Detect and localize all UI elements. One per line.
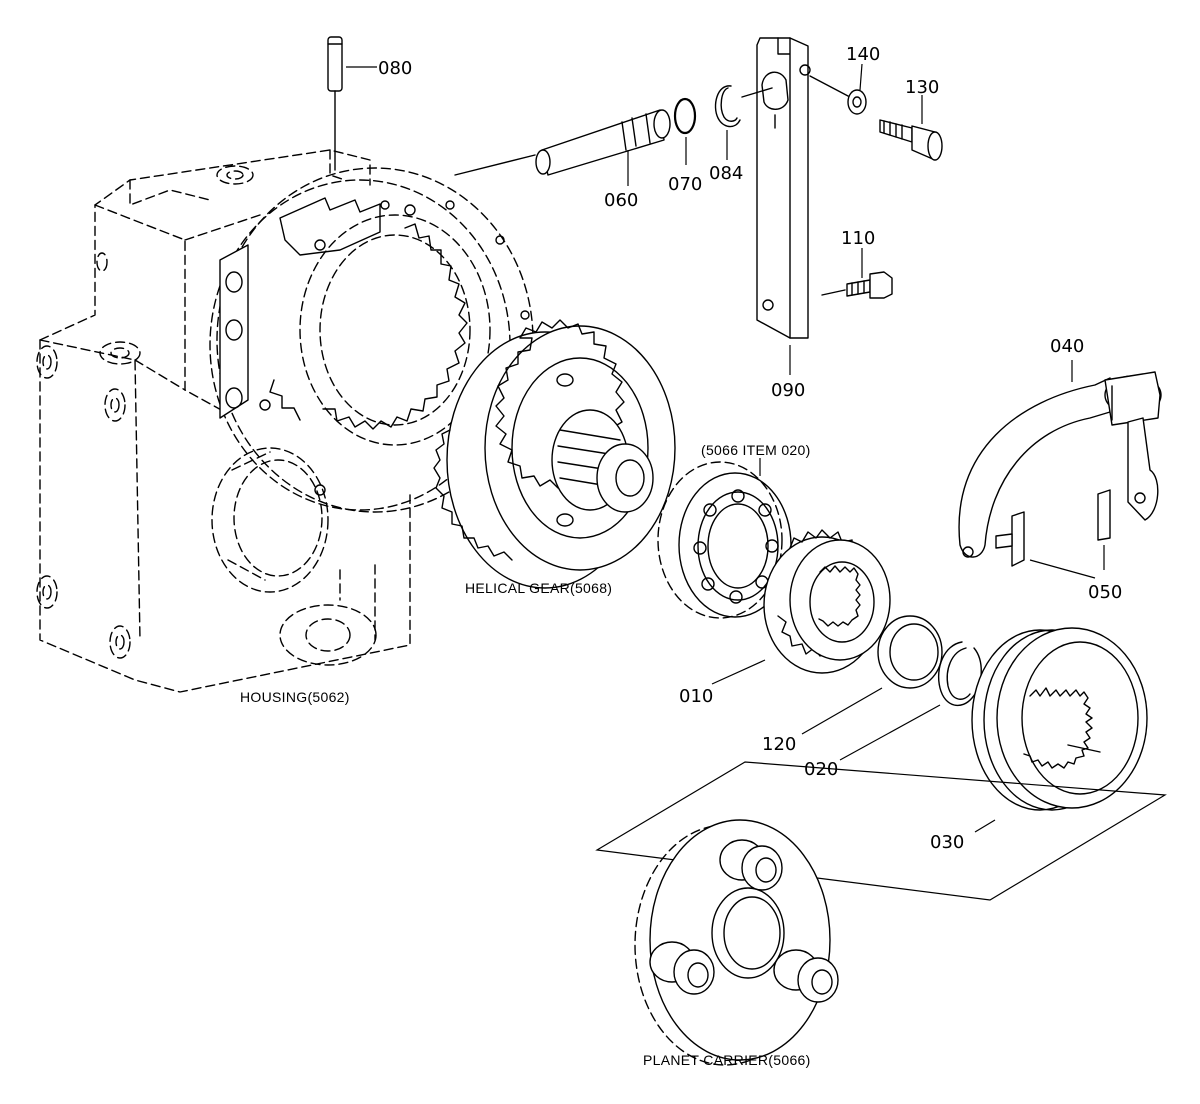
label-5066-item-020: (5066 ITEM 020) [701,442,811,458]
label-080: 080 [378,58,412,79]
part-040-shift-fork: 040 [958,336,1162,558]
label-084: 084 [709,163,743,184]
label-030: 030 [930,832,964,853]
planet-carrier: PLANET CARRIER(5066) [595,761,1167,1068]
part-030-sliding-sleeve: 030 [930,627,1148,853]
label-planet-carrier: PLANET CARRIER(5066) [643,1052,811,1068]
label-140: 140 [846,44,880,65]
part-060-shaft: 060 [454,109,671,211]
ring-gear-flange [209,167,534,513]
part-020-snap-ring: 020 [804,641,982,780]
part-010-splined-hub: 010 [679,529,891,707]
label-090: 090 [771,380,805,401]
part-140-washer: 140 [809,44,880,115]
part-084-snap-ring: 084 [709,85,743,184]
label-050: 050 [1088,582,1122,603]
label-020: 020 [804,759,838,780]
part-130-socket-bolt: 130 [879,77,943,161]
label-housing: HOUSING(5062) [240,689,350,705]
label-110: 110 [841,228,875,249]
part-090-lever-arm: 090 [741,37,811,401]
part-110-hex-bolt: 110 [821,228,893,299]
part-120-spacer-ring: 120 [762,615,943,755]
helical-gear: HELICAL GEAR(5068) [433,319,676,596]
housing [36,149,411,693]
label-helical-gear: HELICAL GEAR(5068) [465,580,612,596]
part-080-pin: 080 [327,36,412,171]
bearing-5066-item-020: (5066 ITEM 020) [657,442,811,619]
label-120: 120 [762,734,796,755]
label-060: 060 [604,190,638,211]
label-040: 040 [1050,336,1084,357]
label-130: 130 [905,77,939,98]
label-010: 010 [679,686,713,707]
label-070: 070 [668,174,702,195]
part-050-shifter-shoes: 050 [995,489,1122,603]
part-070-o-ring: 070 [668,97,702,195]
